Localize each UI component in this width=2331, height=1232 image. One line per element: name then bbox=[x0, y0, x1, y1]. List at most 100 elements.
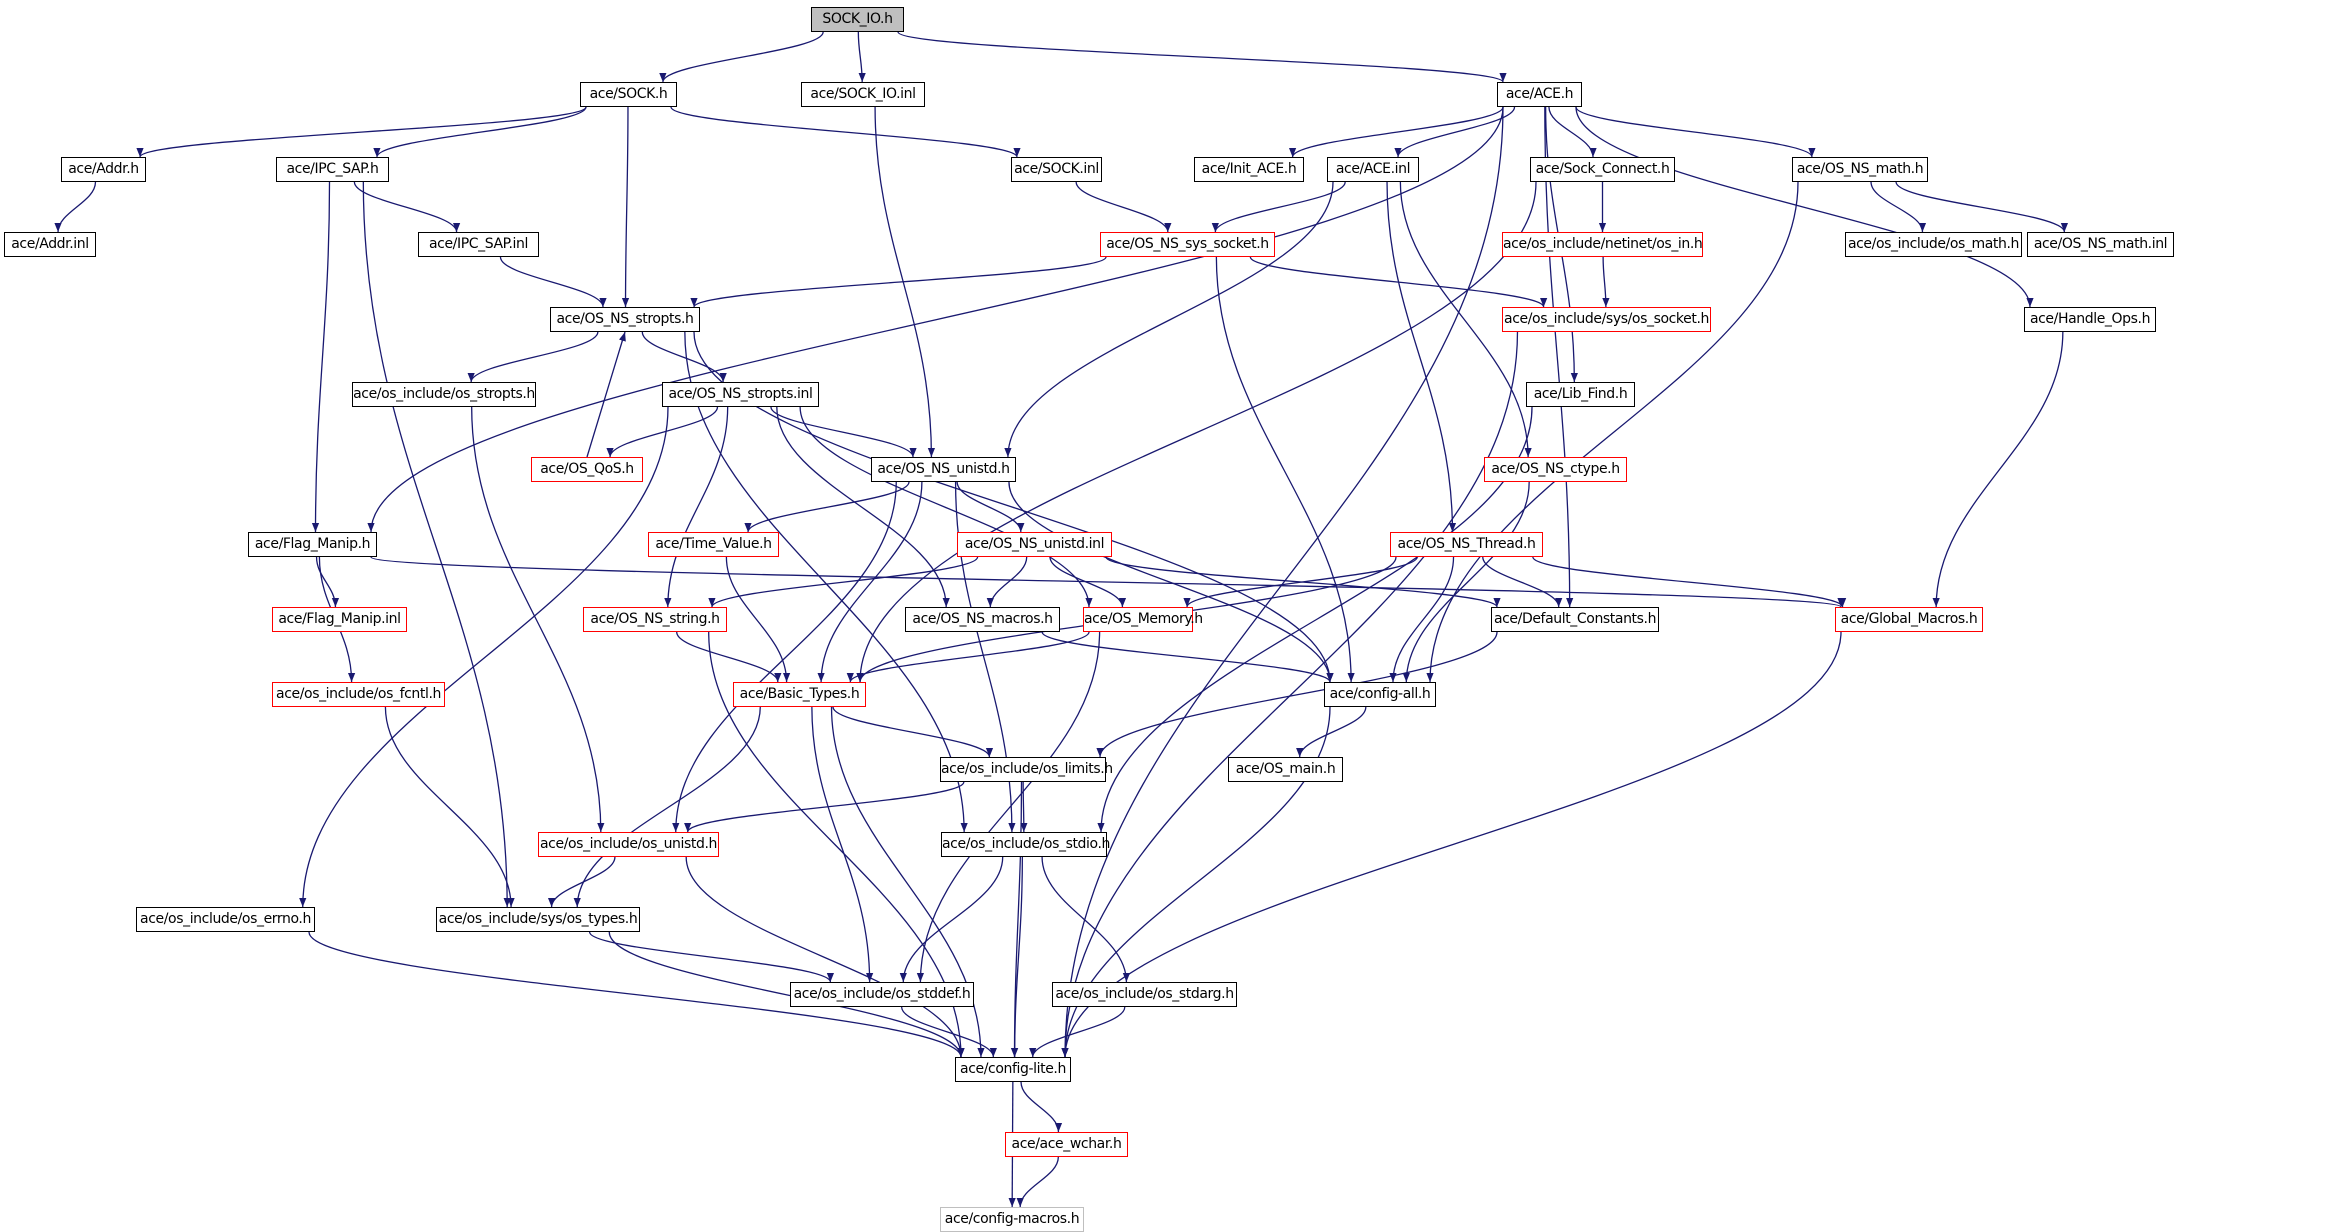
edge-ipc-sap-h-to-flag-manip-h bbox=[311, 181, 331, 533]
edge-sys-os-socket-h-to-config-lite-h bbox=[1061, 331, 1519, 1058]
graph-node-os-ns-unistd-h[interactable]: ace/OS_NS_unistd.h bbox=[871, 457, 1016, 482]
graph-node-os-limits-h[interactable]: ace/os_include/os_limits.h bbox=[940, 757, 1113, 782]
graph-node-ace-wchar-h[interactable]: ace/ace_wchar.h bbox=[1005, 1132, 1128, 1157]
edge-os-ns-math-h-to-os-ns-math-inl bbox=[1895, 181, 2068, 233]
edge-ace-h-to-ace-inl bbox=[1394, 106, 1516, 158]
graph-node-os-stdio-h[interactable]: ace/os_include/os_stdio.h bbox=[941, 832, 1110, 857]
graph-node-config-lite-h[interactable]: ace/config-lite.h bbox=[955, 1057, 1071, 1082]
edge-ipc-sap-h-to-ipc-sap-inl bbox=[353, 181, 461, 233]
graph-node-os-ns-ctype-h[interactable]: ace/OS_NS_ctype.h bbox=[1484, 457, 1627, 482]
graph-node-os-stddef-h[interactable]: ace/os_include/os_stddef.h bbox=[790, 982, 974, 1007]
graph-node-os-ns-stropts-inl[interactable]: ace/OS_NS_stropts.inl bbox=[662, 382, 819, 407]
edge-os-stdio-h-to-config-lite-h bbox=[1011, 856, 1023, 1058]
edge-sys-os-types-h-to-config-lite-h bbox=[608, 931, 965, 1058]
edge-flag-manip-h-to-flag-manip-inl bbox=[315, 556, 340, 608]
edge-ace-h-to-flag-manip-h bbox=[367, 106, 1504, 533]
graph-node-os-unistd-h[interactable]: ace/os_include/os_unistd.h bbox=[538, 832, 719, 857]
graph-node-ace-inl[interactable]: ace/ACE.inl bbox=[1327, 157, 1419, 182]
edge-os-fcntl-h-to-sys-os-types-h bbox=[384, 706, 515, 908]
graph-node-os-stdarg-h[interactable]: ace/os_include/os_stdarg.h bbox=[1052, 982, 1237, 1007]
edge-ace-h-to-default-constants-h bbox=[1544, 106, 1574, 608]
edge-os-qos-h-to-os-ns-stropts-h bbox=[586, 331, 626, 458]
edge-sock-io-h-to-sock-io-inl bbox=[857, 31, 866, 83]
graph-node-os-ns-thread-h[interactable]: ace/OS_NS_Thread.h bbox=[1390, 532, 1543, 557]
graph-node-basic-types-h[interactable]: ace/Basic_Types.h bbox=[733, 682, 866, 707]
edge-os-ns-string-h-to-basic-types-h bbox=[676, 631, 782, 683]
graph-node-os-memory-h[interactable]: ace/OS_Memory.h bbox=[1083, 607, 1203, 632]
graph-node-addr-h[interactable]: ace/Addr.h bbox=[61, 157, 146, 182]
edge-ace-h-to-handle-ops-h bbox=[1575, 106, 2034, 308]
graph-node-os-ns-sys-socket-h[interactable]: ace/OS_NS_sys_socket.h bbox=[1100, 232, 1275, 257]
edge-os-limits-h-to-os-stdio-h bbox=[1020, 781, 1028, 833]
graph-node-handle-ops-h[interactable]: ace/Handle_Ops.h bbox=[2024, 307, 2156, 332]
edge-os-ns-stropts-inl-to-os-ns-unistd-h bbox=[770, 406, 917, 458]
graph-node-os-ns-math-inl[interactable]: ace/OS_NS_math.inl bbox=[2027, 232, 2174, 257]
edge-os-ns-stropts-h-to-os-stdio-h bbox=[684, 331, 968, 833]
graph-node-ipc-sap-inl[interactable]: ace/IPC_SAP.inl bbox=[418, 232, 539, 257]
edge-os-ns-stropts-inl-to-os-ns-macros-h bbox=[776, 406, 950, 608]
edge-ace-wchar-h-to-config-macros-h bbox=[1016, 1156, 1059, 1208]
graph-node-lib-find-h[interactable]: ace/Lib_Find.h bbox=[1526, 382, 1635, 407]
graph-node-os-errno-h[interactable]: ace/os_include/os_errno.h bbox=[136, 907, 315, 932]
graph-node-os-ns-unistd-inl[interactable]: ace/OS_NS_unistd.inl bbox=[957, 532, 1112, 557]
graph-node-os-main-h[interactable]: ace/OS_main.h bbox=[1228, 757, 1343, 782]
graph-node-os-ns-macros-h[interactable]: ace/OS_NS_macros.h bbox=[905, 607, 1060, 632]
graph-node-ace-h[interactable]: ace/ACE.h bbox=[1497, 82, 1582, 107]
graph-node-sock-connect-h[interactable]: ace/Sock_Connect.h bbox=[1530, 157, 1675, 182]
graph-node-sock-h[interactable]: ace/SOCK.h bbox=[580, 82, 677, 107]
graph-node-os-qos-h[interactable]: ace/OS_QoS.h bbox=[531, 457, 643, 482]
edge-default-constants-h-to-os-limits-h bbox=[1096, 631, 1498, 758]
graph-node-sock-inl[interactable]: ace/SOCK.inl bbox=[1011, 157, 1102, 182]
edge-os-ns-unistd-inl-to-os-memory-h bbox=[1049, 556, 1127, 608]
edge-config-lite-h-to-ace-wchar-h bbox=[1020, 1081, 1063, 1133]
edge-os-stdio-h-to-os-stddef-h bbox=[899, 856, 1004, 983]
graph-node-flag-manip-inl[interactable]: ace/Flag_Manip.inl bbox=[272, 607, 407, 632]
edge-ace-inl-to-os-ns-ctype-h bbox=[1399, 181, 1532, 458]
edge-ace-inl-to-os-ns-unistd-h bbox=[1004, 181, 1334, 458]
graph-node-global-macros-h[interactable]: ace/Global_Macros.h bbox=[1835, 607, 1983, 632]
edge-os-errno-h-to-config-lite-h bbox=[308, 931, 965, 1058]
edge-ace-inl-to-os-ns-thread-h bbox=[1386, 181, 1457, 533]
graph-node-os-ns-string-h[interactable]: ace/OS_NS_string.h bbox=[583, 607, 727, 632]
graph-node-os-stropts-h[interactable]: ace/os_include/os_stropts.h bbox=[352, 382, 536, 407]
edge-os-ns-sys-socket-h-to-sys-os-socket-h bbox=[1249, 256, 1548, 308]
graph-node-config-macros-h[interactable]: ace/config-macros.h bbox=[940, 1207, 1084, 1232]
graph-node-os-ns-math-h[interactable]: ace/OS_NS_math.h bbox=[1792, 157, 1928, 182]
graph-node-addr-inl[interactable]: ace/Addr.inl bbox=[4, 232, 96, 257]
graph-node-os-fcntl-h[interactable]: ace/os_include/os_fcntl.h bbox=[272, 682, 445, 707]
edge-sock-inl-to-os-ns-sys-socket-h bbox=[1075, 181, 1172, 233]
graph-node-init-ace-h[interactable]: ace/Init_ACE.h bbox=[1194, 157, 1304, 182]
edge-os-stddef-h-to-config-lite-h bbox=[901, 1006, 997, 1058]
edge-os-ns-unistd-h-to-time-value-h bbox=[744, 481, 910, 533]
edge-os-ns-unistd-h-to-config-all-h bbox=[1008, 481, 1334, 683]
edge-os-stdarg-h-to-config-lite-h bbox=[1029, 1006, 1126, 1058]
edge-time-value-h-to-basic-types-h bbox=[725, 556, 791, 683]
graph-node-netinet-os-in-h[interactable]: ace/os_include/netinet/os_in.h bbox=[1502, 232, 1703, 257]
graph-node-default-constants-h[interactable]: ace/Default_Constants.h bbox=[1491, 607, 1659, 632]
graph-node-flag-manip-h[interactable]: ace/Flag_Manip.h bbox=[248, 532, 377, 557]
edge-os-limits-h-to-os-unistd-h bbox=[684, 781, 965, 833]
edge-os-memory-h-to-basic-types-h bbox=[846, 631, 1090, 683]
graph-node-sys-os-socket-h[interactable]: ace/os_include/sys/os_socket.h bbox=[1502, 307, 1711, 332]
graph-node-os-math-h[interactable]: ace/os_include/os_math.h bbox=[1845, 232, 2022, 257]
graph-node-os-ns-stropts-h[interactable]: ace/OS_NS_stropts.h bbox=[550, 307, 700, 332]
edge-ipc-sap-h-to-sys-os-types-h bbox=[362, 181, 511, 908]
edge-os-ns-thread-h-to-os-memory-h bbox=[1183, 556, 1418, 608]
edge-config-all-h-to-os-main-h bbox=[1296, 706, 1367, 758]
edge-os-ns-stropts-inl-to-os-errno-h bbox=[299, 406, 669, 908]
edge-sock-h-to-os-ns-stropts-h bbox=[621, 106, 630, 308]
edge-os-ns-stropts-h-to-os-stropts-h bbox=[467, 331, 599, 383]
edge-os-stropts-h-to-os-unistd-h bbox=[471, 406, 605, 833]
graph-node-sock-io-inl[interactable]: ace/SOCK_IO.inl bbox=[801, 82, 925, 107]
edge-os-ns-stropts-h-to-os-ns-stropts-inl bbox=[641, 331, 727, 383]
edge-sock-h-to-addr-h bbox=[136, 106, 587, 158]
graph-node-time-value-h[interactable]: ace/Time_Value.h bbox=[648, 532, 779, 557]
graph-node-sys-os-types-h[interactable]: ace/os_include/sys/os_types.h bbox=[436, 907, 640, 932]
edge-ace-h-to-sock-connect-h bbox=[1548, 106, 1597, 158]
graph-node-config-all-h[interactable]: ace/config-all.h bbox=[1324, 682, 1436, 707]
edge-os-ns-math-h-to-os-math-h bbox=[1870, 181, 1927, 233]
edge-os-ns-thread-h-to-default-constants-h bbox=[1482, 556, 1563, 608]
graph-node-ipc-sap-h[interactable]: ace/IPC_SAP.h bbox=[276, 157, 389, 182]
